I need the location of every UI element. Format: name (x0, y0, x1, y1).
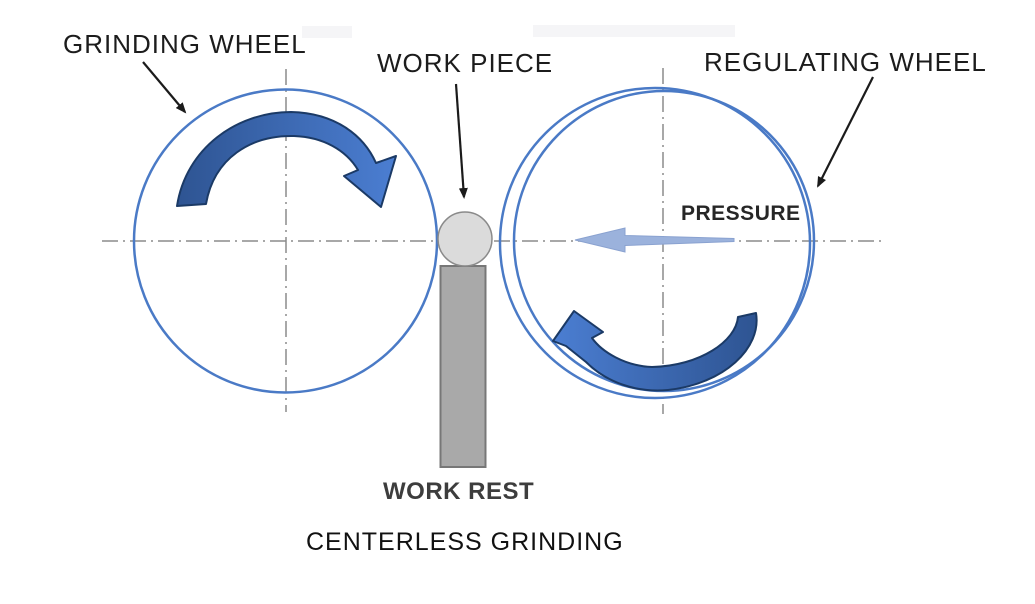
grinding-wheel-circle (132, 88, 439, 394)
work-piece-pointer-arrow (454, 83, 468, 199)
grinding-wheel-rotation-arrow-icon (176, 111, 397, 208)
regulating-wheel-rotation-arrow-icon (552, 310, 758, 392)
diagram-title: CENTERLESS GRINDING (306, 528, 624, 556)
pressure-arrow-icon (574, 227, 735, 253)
centerlines (102, 68, 885, 414)
grinding-wheel-pointer-arrow (142, 61, 187, 114)
work-piece-circle (437, 211, 493, 267)
regulating-wheel-label: REGULATING WHEEL (704, 47, 987, 77)
regulating-wheel-outer-eccentric-circle (498, 86, 812, 400)
pressure-label: PRESSURE (681, 202, 801, 225)
grinding-wheel-label: GRINDING WHEEL (63, 29, 307, 59)
regulating-wheel-pointer-arrow (817, 76, 874, 188)
work-rest-block (439, 265, 487, 468)
work-piece-label: WORK PIECE (377, 48, 554, 78)
work-rest-label: WORK REST (383, 478, 535, 505)
artifact-smudge-left (302, 26, 352, 38)
artifact-smudge-right (533, 25, 735, 37)
label-pointers (142, 61, 874, 199)
